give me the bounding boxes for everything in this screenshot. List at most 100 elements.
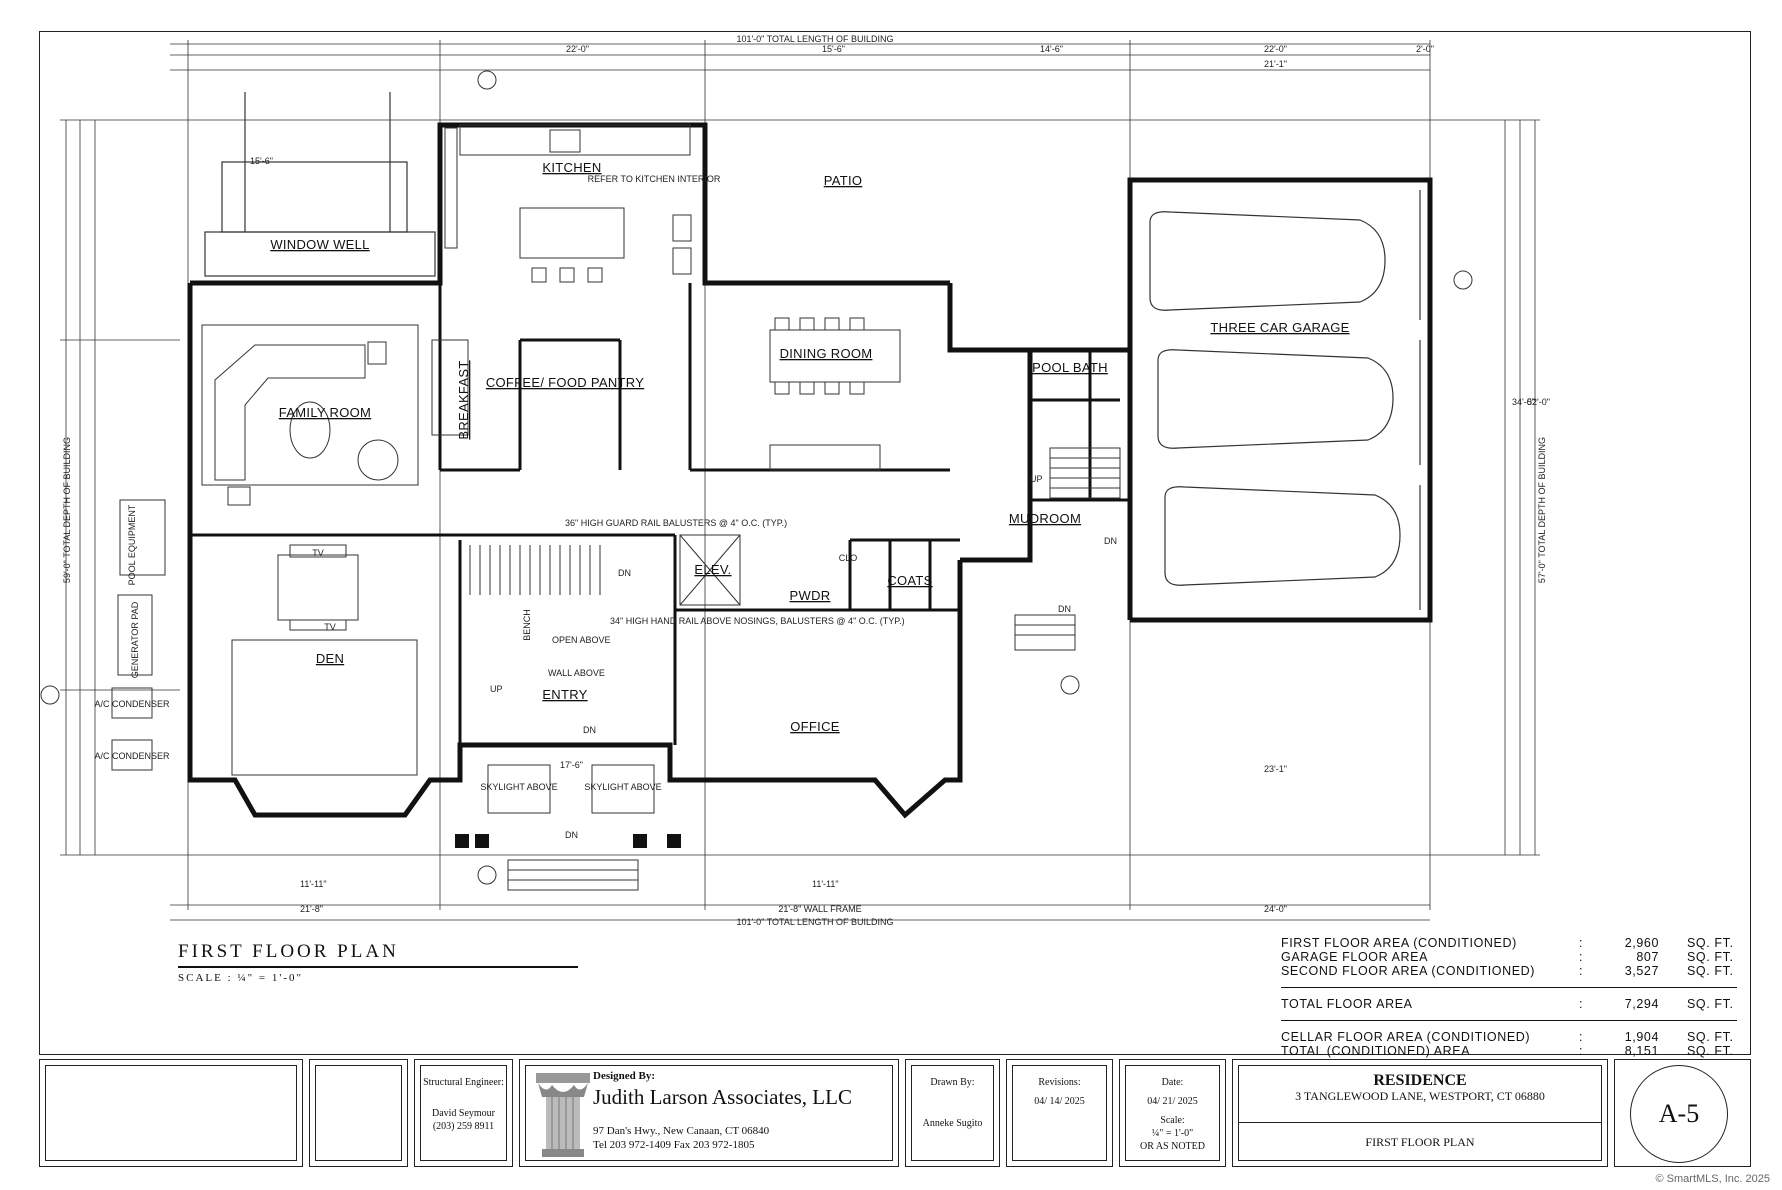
- exterior-equipment: [111, 499, 166, 771]
- entry-label: ENTRY: [542, 687, 587, 702]
- structural-engineer-label: Structural Engineer:: [423, 1077, 504, 1088]
- area-unit: SQ. FT.: [1687, 1030, 1734, 1044]
- area-total-row: TOTAL FLOOR AREA : 7,294 SQ. FT.: [1281, 997, 1737, 1011]
- area-value: 807: [1636, 950, 1659, 964]
- stair-up-label-2: UP: [1030, 474, 1043, 484]
- open-above-note: OPEN ABOVE: [552, 635, 611, 645]
- area-label: TOTAL (CONDITIONED) AREA: [1281, 1044, 1471, 1058]
- revisions-label: Revisions:: [1038, 1077, 1081, 1088]
- stairs: [469, 447, 1121, 891]
- dim-2: 22'-0": [566, 44, 589, 54]
- project-name: RESIDENCE: [1373, 1072, 1467, 1089]
- coats-closet-label: COATS: [887, 573, 932, 588]
- drawing-title: FIRST FLOOR PLAN: [178, 941, 399, 962]
- area-row: TOTAL (CONDITIONED) AREA : 8,151 SQ. FT.: [1281, 1044, 1737, 1058]
- area-label: CELLAR FLOOR AREA (CONDITIONED): [1281, 1030, 1531, 1044]
- stair-down-label-5: DN: [1104, 536, 1117, 546]
- structural-engineer-box: Structural Engineer: David Seymour (203)…: [414, 1059, 513, 1167]
- ac-condenser-label-1: A/C CONDENSER: [94, 699, 170, 709]
- coffee-pantry-label: COFFEE/ FOOD PANTRY: [486, 375, 644, 390]
- area-value: 3,527: [1624, 964, 1659, 978]
- patio-label: PATIO: [824, 173, 863, 188]
- drawing-scale: SCALE : ¼" = 1'-0": [178, 972, 303, 984]
- sheet-number: A-5: [1630, 1065, 1728, 1163]
- dim-8: 34'-0": [1512, 397, 1535, 407]
- dim-5: 22'-0": [1264, 44, 1287, 54]
- area-row: FIRST FLOOR AREA (CONDITIONED) : 2,960 S…: [1281, 936, 1737, 950]
- area-value: 7,294: [1624, 997, 1659, 1011]
- pool-equipment-label: POOL EQUIPMENT: [127, 504, 137, 585]
- den-label: DEN: [316, 651, 344, 666]
- stair-down-label-1: DN: [618, 568, 631, 578]
- dim-11: 23'-1": [1264, 764, 1287, 774]
- wall-above-note: WALL ABOVE: [548, 668, 605, 678]
- title-block-blank-2: [309, 1059, 408, 1167]
- dim-3: 15'-6": [822, 44, 845, 54]
- drawn-by-box: Drawn By: Anneke Sugito: [905, 1059, 1000, 1167]
- revisions-box: Revisions: 04/ 14/ 2025: [1006, 1059, 1113, 1167]
- area-unit: SQ. FT.: [1687, 1044, 1734, 1058]
- date-box: Date: 04/ 21/ 2025 Scale: ¼" = 1'-0" OR …: [1119, 1059, 1226, 1167]
- area-value: 2,960: [1624, 936, 1659, 950]
- section-markers: [40, 70, 1473, 885]
- total-depth-left: 59'-0" TOTAL DEPTH OF BUILDING: [62, 437, 72, 583]
- skylight-label-1: SKYLIGHT ABOVE: [480, 782, 557, 792]
- area-unit: SQ. FT.: [1687, 997, 1734, 1011]
- family-room-label: FAMILY ROOM: [279, 405, 371, 420]
- den-and-fireplace: [231, 544, 418, 776]
- stair-down-label-3: DN: [565, 830, 578, 840]
- total-depth-right: 57'-0" TOTAL DEPTH OF BUILDING: [1537, 437, 1547, 583]
- firm-address: 97 Dan's Hwy., New Canaan, CT 06840: [593, 1125, 770, 1137]
- dim-12: 21'-8": [300, 904, 323, 914]
- generator-pad-label: GENERATOR PAD: [130, 601, 140, 678]
- family-room-furniture: [201, 324, 419, 506]
- stair-down-label-4: DN: [1058, 604, 1071, 614]
- breakfast-label: BREAKFAST: [456, 360, 471, 439]
- column-logo-icon: [536, 1073, 590, 1157]
- wall-frame-note: 21'-8" WALL FRAME: [778, 904, 861, 914]
- area-unit: SQ. FT.: [1687, 936, 1734, 950]
- floor-plan-drawing: KITCHEN PATIO WINDOW WELL FAMILY ROOM CO…: [40, 34, 1550, 927]
- mudroom-label: MUDROOM: [1009, 511, 1081, 526]
- area-label: FIRST FLOOR AREA (CONDITIONED): [1281, 936, 1517, 950]
- area-label: TOTAL FLOOR AREA: [1281, 997, 1413, 1011]
- area-colon: :: [1579, 964, 1584, 978]
- total-length-bottom: 101'-0" TOTAL LENGTH OF BUILDING: [736, 917, 893, 927]
- area-row: SECOND FLOOR AREA (CONDITIONED) : 3,527 …: [1281, 964, 1737, 978]
- designed-by-label: Designed By:: [593, 1070, 656, 1082]
- area-row: CELLAR FLOOR AREA (CONDITIONED) : 1,904 …: [1281, 1030, 1737, 1044]
- sheet-number-box: A-5: [1614, 1059, 1751, 1167]
- dim-14: 11'-11": [812, 879, 839, 889]
- dim-6: 2'-0": [1416, 44, 1434, 54]
- three-car-garage-label: THREE CAR GARAGE: [1210, 320, 1349, 335]
- area-unit: SQ. FT.: [1687, 964, 1734, 978]
- hand-rail-note: 34" HIGH HAND RAIL ABOVE NOSINGS, BALUST…: [610, 616, 905, 626]
- tv-label-top: TV: [312, 548, 324, 558]
- ac-condenser-label-2: A/C CONDENSER: [94, 751, 170, 761]
- area-colon: :: [1579, 936, 1584, 950]
- area-label: SECOND FLOOR AREA (CONDITIONED): [1281, 964, 1536, 978]
- stair-down-label-2: DN: [583, 725, 596, 735]
- bench-label: BENCH: [522, 609, 532, 641]
- garage-cars: [1149, 190, 1421, 610]
- elevator-label: ELEV.: [694, 562, 731, 577]
- pool-bath-label: POOL BATH: [1032, 360, 1108, 375]
- area-value: 8,151: [1624, 1044, 1659, 1058]
- tv-label-bottom: TV: [324, 622, 336, 632]
- area-divider: [1281, 987, 1737, 988]
- dim-4: 14'-6": [1040, 44, 1063, 54]
- area-colon: :: [1579, 950, 1584, 964]
- firm-name: Judith Larson Associates, LLC: [593, 1085, 852, 1109]
- powder-room-label: PWDR: [790, 588, 831, 603]
- date-value: 04/ 21/ 2025: [1147, 1096, 1198, 1107]
- designer-box: Designed By: Judith Larson Associates, L…: [519, 1059, 899, 1167]
- interior-walls: [190, 283, 1130, 745]
- copyright-watermark: © SmartMLS, Inc. 2025: [1655, 1173, 1771, 1185]
- scale-note: OR AS NOTED: [1139, 1141, 1205, 1152]
- window-well-label: WINDOW WELL: [270, 237, 369, 252]
- scale-value: ¼" = 1'-0": [1151, 1128, 1194, 1139]
- porch-columns: [455, 834, 681, 848]
- area-unit: SQ. FT.: [1687, 950, 1734, 964]
- dim-10: 17'-6": [560, 760, 583, 770]
- title-block: Structural Engineer: David Seymour (203)…: [39, 1059, 1751, 1167]
